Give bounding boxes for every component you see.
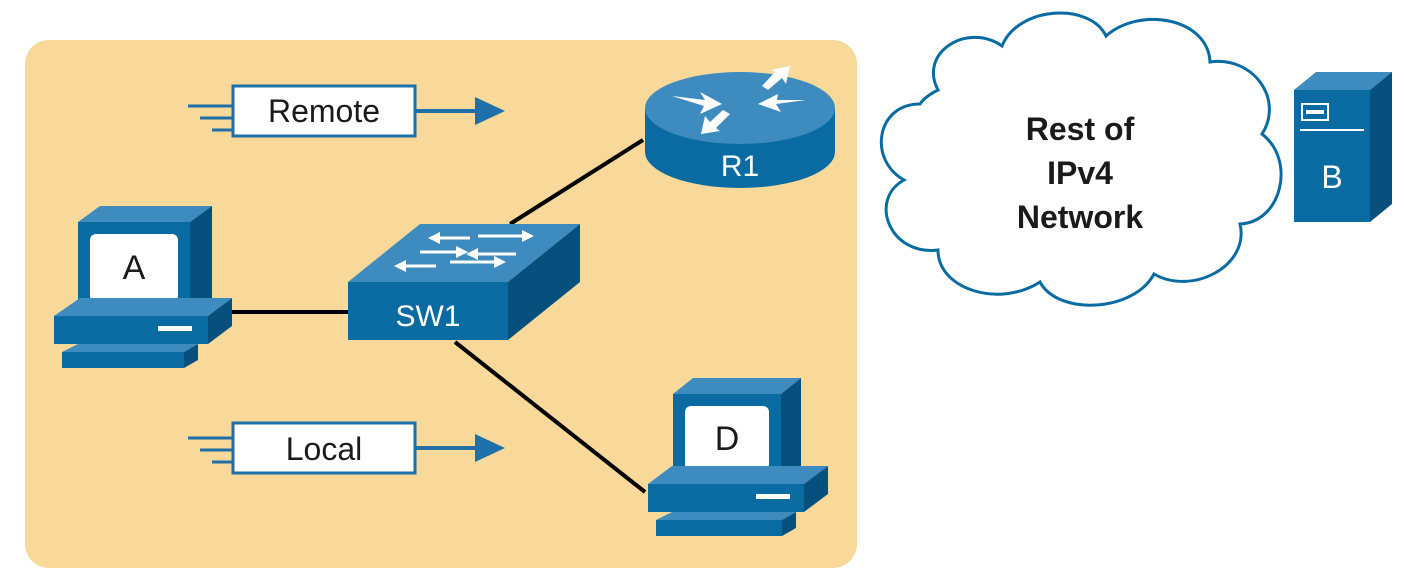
ipv4-network-cloud: Rest of IPv4 Network	[879, 11, 1283, 307]
server-b[interactable]: B	[1294, 72, 1392, 222]
pc-d-label: D	[715, 420, 740, 458]
local-flow: Local	[188, 421, 505, 475]
pc-d[interactable]: D	[648, 378, 828, 536]
remote-arrow-icon	[475, 97, 505, 125]
server-icon	[1294, 72, 1392, 222]
pc-icon	[54, 206, 232, 368]
remote-flow: Remote	[188, 84, 505, 138]
link-sw1-r1	[508, 138, 645, 226]
links	[232, 138, 647, 494]
pc-a-label: A	[123, 249, 146, 287]
cloud-line-1: Rest of	[1026, 111, 1135, 147]
cloud-icon	[879, 11, 1283, 307]
remote-label: Remote	[268, 93, 380, 129]
pc-a[interactable]: A	[54, 206, 232, 368]
cloud-line-3: Network	[1017, 199, 1143, 235]
local-label-box	[231, 421, 417, 475]
local-arrow-icon	[475, 434, 505, 462]
switch-sw1[interactable]: SW1	[348, 224, 580, 340]
link-sw1-d	[453, 340, 647, 494]
router-r1[interactable]: R1	[645, 66, 835, 188]
cloud-line-2: IPv4	[1047, 155, 1113, 191]
pc-icon	[648, 378, 828, 536]
router-label: R1	[721, 150, 759, 183]
switch-label: SW1	[395, 300, 460, 333]
local-label: Local	[286, 431, 363, 467]
server-b-label: B	[1321, 159, 1342, 195]
